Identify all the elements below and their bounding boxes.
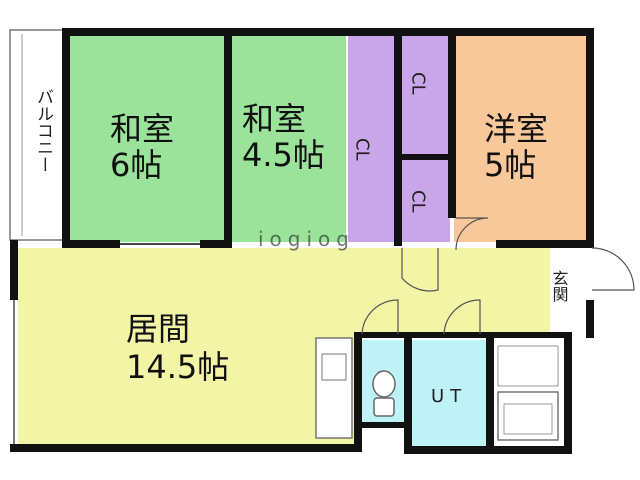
closet-main	[348, 34, 396, 242]
youshitsu-room	[454, 34, 588, 242]
balcony-area	[9, 29, 65, 241]
washitsu-4-5-size: 4.5帖	[242, 136, 325, 174]
bathtub-inner	[503, 403, 553, 435]
entrance-label: 玄関	[550, 270, 569, 303]
walls	[10, 28, 594, 454]
utility-room	[412, 340, 488, 446]
sink-basin	[321, 353, 347, 381]
closet-top	[402, 34, 450, 154]
closet-bottom	[402, 160, 450, 242]
closet-bottom-label: CL	[408, 190, 429, 213]
washitsu-6-name: 和室	[110, 110, 174, 148]
washitsu-6-size: 6帖	[110, 146, 162, 184]
kitchen-sink	[315, 337, 353, 439]
living-size: 14.5帖	[126, 348, 229, 386]
utility-label: UT	[431, 386, 467, 407]
closet-main-label: CL	[352, 138, 373, 161]
washitsu-4-5-name: 和室	[242, 100, 306, 138]
washitsu-6-room	[68, 34, 228, 242]
balcony-label: バルコニー	[33, 88, 53, 173]
door-swings	[361, 217, 635, 335]
toilet-fixture	[372, 370, 396, 417]
wash-area	[497, 345, 559, 387]
living-name: 居間	[126, 310, 190, 348]
hallway	[356, 248, 550, 334]
youshitsu-size: 5帖	[484, 146, 536, 184]
entrance-area	[550, 248, 588, 334]
closet-top-label: CL	[408, 72, 429, 95]
youshitsu-name: 洋室	[484, 110, 548, 148]
washitsu-4-5-room	[232, 34, 346, 242]
watermark: iogiog	[258, 227, 355, 251]
